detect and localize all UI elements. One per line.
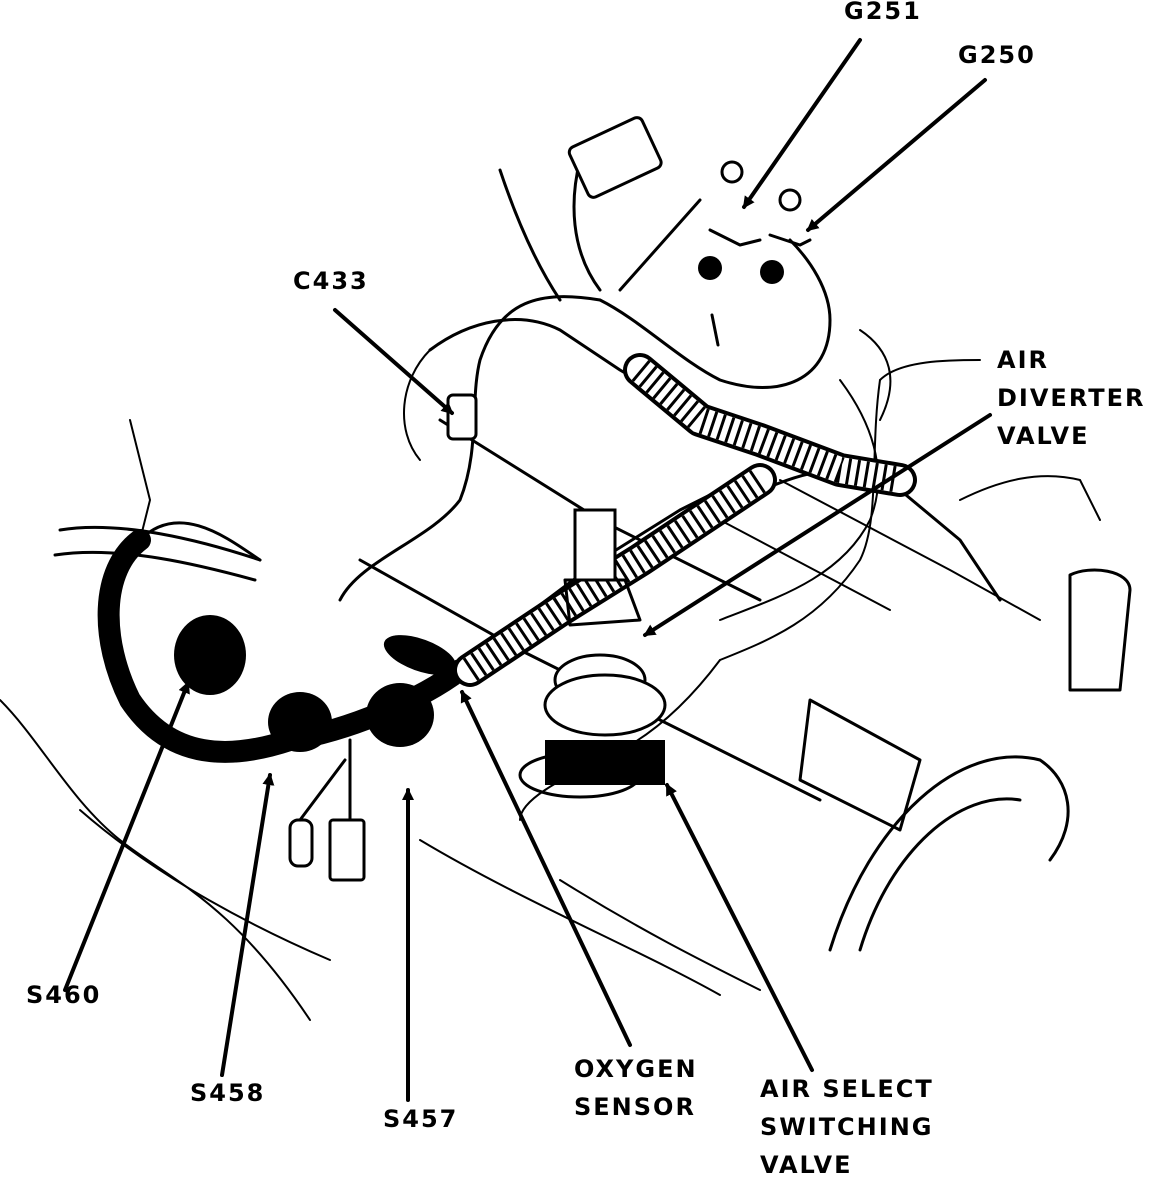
leader-arrows [63,38,992,1102]
ground-studs [698,160,812,347]
arrow-s458 [220,773,275,1077]
right-side-components [798,475,1132,952]
wiring-harness [53,158,981,821]
harness-splice-sleeves [174,615,457,752]
label-air-select-switching-valve: AIR SELECT SWITCHING VALVE [760,1070,934,1184]
label-line: AIR [997,346,1049,374]
label-s460: S460 [26,981,102,1009]
arrow-oxygen-sensor [460,690,632,1047]
label-s457: S457 [383,1105,459,1133]
label-line: OXYGEN [574,1055,698,1083]
connectors [288,116,663,882]
label-c433: C433 [293,267,369,295]
arrow-air-diverter-valve [643,413,992,637]
arrow-g251 [742,38,862,209]
arrow-air-select-switching-valve [665,783,814,1072]
label-oxygen-sensor: OXYGEN SENSOR [574,1050,698,1126]
label-line: SWITCHING [760,1113,934,1141]
arrow-s460 [63,681,190,992]
label-g250: G250 [958,41,1036,69]
label-air-diverter-valve: AIR DIVERTER VALVE [997,341,1145,455]
label-line: AIR SELECT [760,1075,934,1103]
label-s458: S458 [190,1079,266,1107]
label-line: SENSOR [574,1093,696,1121]
label-line: DIVERTER [997,384,1146,412]
air-select-switching-valve [518,508,667,799]
label-line: VALVE [997,422,1090,450]
arrow-c433 [333,308,454,415]
label-g251: G251 [844,0,922,25]
air-hoses [453,353,917,687]
arrow-g250 [806,78,987,232]
label-line: VALVE [760,1151,853,1179]
engine-block [358,318,1041,802]
